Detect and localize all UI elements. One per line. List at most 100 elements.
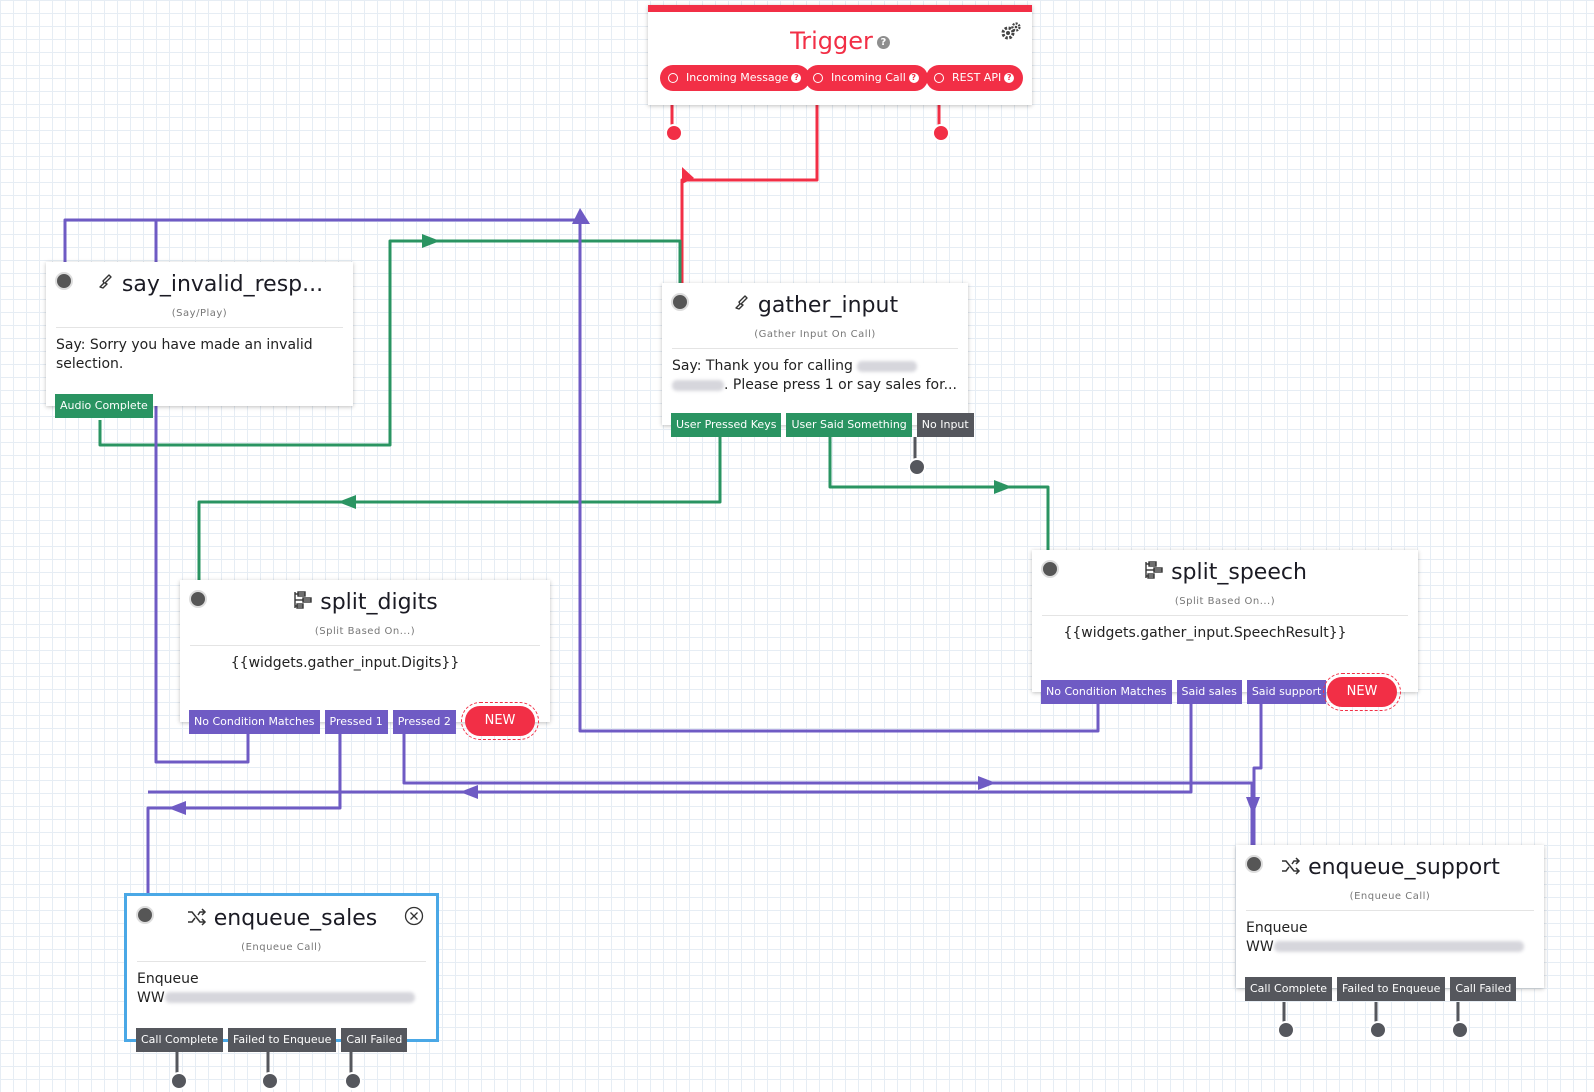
- redacted-text: [857, 360, 918, 372]
- wire-digits-no-match: [154, 220, 250, 764]
- widget-body: Enqueue WW: [127, 962, 436, 1008]
- widget-type: (Split Based On...): [314, 626, 416, 637]
- trigger-rest-api[interactable]: REST API?: [926, 65, 1024, 91]
- trigger-incoming-call[interactable]: Incoming Call?: [805, 65, 928, 91]
- help-icon[interactable]: ?: [1004, 73, 1015, 83]
- widget-gather-input[interactable]: gather_input (Gather Input On Call) Say:…: [662, 283, 974, 437]
- wire-user-said-something: [828, 437, 1050, 552]
- redacted-text: [672, 379, 724, 391]
- widget-type: (Say/Play): [171, 308, 228, 319]
- wire-said-support: [1252, 703, 1263, 845]
- wire-pressed-1: [146, 732, 342, 893]
- widget-name: enqueue_sales: [213, 906, 378, 931]
- widget-say-invalid[interactable]: say_invalid_resp... (Say/Play) Say: Sorr…: [46, 262, 353, 418]
- transition-failed-to-enqueue[interactable]: Failed to Enqueue: [228, 1028, 337, 1052]
- shuffle-icon: [186, 907, 208, 932]
- widget-name: gather_input: [757, 293, 899, 318]
- phone-icon: [732, 293, 752, 319]
- arrow-head: [978, 776, 996, 790]
- arrow-head: [460, 785, 478, 799]
- widget-body: {{widgets.gather_input.Digits}}: [230, 655, 460, 671]
- input-port[interactable]: [136, 906, 154, 924]
- split-icon: [292, 590, 314, 616]
- transition-no-condition-matches[interactable]: No Condition Matches: [1041, 680, 1172, 704]
- input-port[interactable]: [189, 590, 207, 608]
- transition-pressed-2[interactable]: Pressed 2: [392, 710, 456, 734]
- trigger-output-dot[interactable]: [932, 124, 950, 142]
- no-input-output-dot[interactable]: [908, 458, 926, 476]
- widget-body: Say: Thank you for calling . Please pres…: [672, 358, 957, 393]
- widget-type: (Split Based On...): [1174, 596, 1276, 607]
- widget-enqueue-sales[interactable]: enqueue_sales (Enqueue Call) Enqueue WW …: [124, 893, 439, 1052]
- widget-split-digits[interactable]: split_digits (Split Based On...) {{widge…: [180, 580, 550, 740]
- wire-audio-complete: [98, 239, 682, 447]
- widget-name: enqueue_support: [1308, 855, 1500, 880]
- gear-icon[interactable]: [1000, 22, 1022, 46]
- input-port[interactable]: [55, 272, 73, 290]
- radio-ring-icon: [813, 73, 823, 83]
- widget-body: Say: Sorry you have made an invalid sele…: [56, 337, 313, 372]
- widget-type: (Gather Input On Call): [754, 329, 876, 340]
- phone-icon: [96, 272, 116, 298]
- arrow-head: [572, 208, 590, 224]
- trigger-widget[interactable]: Trigger? Incoming Message? Incoming Call…: [648, 5, 1032, 105]
- support-output-dot[interactable]: [1277, 1021, 1295, 1039]
- help-icon[interactable]: ?: [908, 73, 919, 83]
- widget-body: Enqueue WW: [1236, 911, 1544, 957]
- sales-output-dot[interactable]: [170, 1072, 188, 1090]
- radio-ring-icon: [668, 73, 678, 83]
- transition-said-support[interactable]: Said support: [1246, 680, 1327, 704]
- widget-name: split_digits: [320, 590, 438, 615]
- wire-loop-to-say: [63, 218, 580, 262]
- transition-failed-to-enqueue[interactable]: Failed to Enqueue: [1337, 977, 1446, 1001]
- split-icon: [1143, 560, 1165, 586]
- transition-call-complete[interactable]: Call Complete: [1245, 977, 1333, 1001]
- help-icon[interactable]: ?: [791, 73, 802, 83]
- new-transition-button[interactable]: NEW: [1323, 673, 1401, 711]
- sales-output-dot[interactable]: [261, 1072, 279, 1090]
- radio-ring-icon: [934, 73, 944, 83]
- trigger-title: Trigger: [790, 27, 873, 55]
- arrow-head: [338, 495, 356, 509]
- transition-no-input[interactable]: No Input: [916, 413, 974, 437]
- transition-call-failed[interactable]: Call Failed: [341, 1028, 408, 1052]
- support-output-dot[interactable]: [1451, 1021, 1469, 1039]
- widget-body: {{widgets.gather_input.SpeechResult}}: [1063, 625, 1347, 641]
- support-output-dot[interactable]: [1369, 1021, 1387, 1039]
- transition-said-sales[interactable]: Said sales: [1176, 680, 1242, 704]
- widget-enqueue-support[interactable]: enqueue_support (Enqueue Call) Enqueue W…: [1236, 845, 1544, 1001]
- wire-user-pressed-keys: [197, 437, 722, 580]
- transition-call-complete[interactable]: Call Complete: [136, 1028, 224, 1052]
- trigger-incoming-message[interactable]: Incoming Message?: [660, 65, 811, 91]
- transition-user-pressed-keys[interactable]: User Pressed Keys: [671, 413, 782, 437]
- arrow-head: [682, 167, 694, 184]
- transition-no-condition-matches[interactable]: No Condition Matches: [189, 710, 320, 734]
- arrow-head: [422, 234, 440, 248]
- transition-user-said-something[interactable]: User Said Something: [786, 413, 912, 437]
- close-icon[interactable]: [404, 906, 424, 930]
- transition-audio-complete[interactable]: Audio Complete: [55, 394, 153, 418]
- wire-said-sales: [148, 703, 1193, 794]
- sales-output-dot[interactable]: [344, 1072, 362, 1090]
- widget-type: (Enqueue Call): [1349, 890, 1431, 902]
- input-port[interactable]: [1041, 560, 1059, 578]
- wire-speech-no-match: [578, 215, 1100, 733]
- trigger-title-row: Trigger?: [648, 27, 1032, 55]
- arrow-head: [1246, 797, 1260, 815]
- widget-split-speech[interactable]: split_speech (Split Based On...) {{widge…: [1032, 550, 1418, 711]
- arrow-head: [168, 801, 186, 815]
- input-port[interactable]: [1245, 855, 1263, 873]
- redacted-text: [1273, 941, 1524, 952]
- redacted-text: [164, 992, 415, 1003]
- widget-name: say_invalid_resp...: [121, 272, 324, 297]
- trigger-output-dot[interactable]: [665, 124, 683, 142]
- transition-call-failed[interactable]: Call Failed: [1450, 977, 1517, 1001]
- widget-type: (Enqueue Call): [241, 941, 322, 953]
- wire-incoming-call: [680, 88, 819, 288]
- help-icon[interactable]: ?: [876, 35, 890, 49]
- transition-pressed-1[interactable]: Pressed 1: [324, 710, 388, 734]
- input-port[interactable]: [671, 293, 689, 311]
- shuffle-icon: [1280, 856, 1302, 881]
- new-transition-button[interactable]: NEW: [461, 702, 539, 740]
